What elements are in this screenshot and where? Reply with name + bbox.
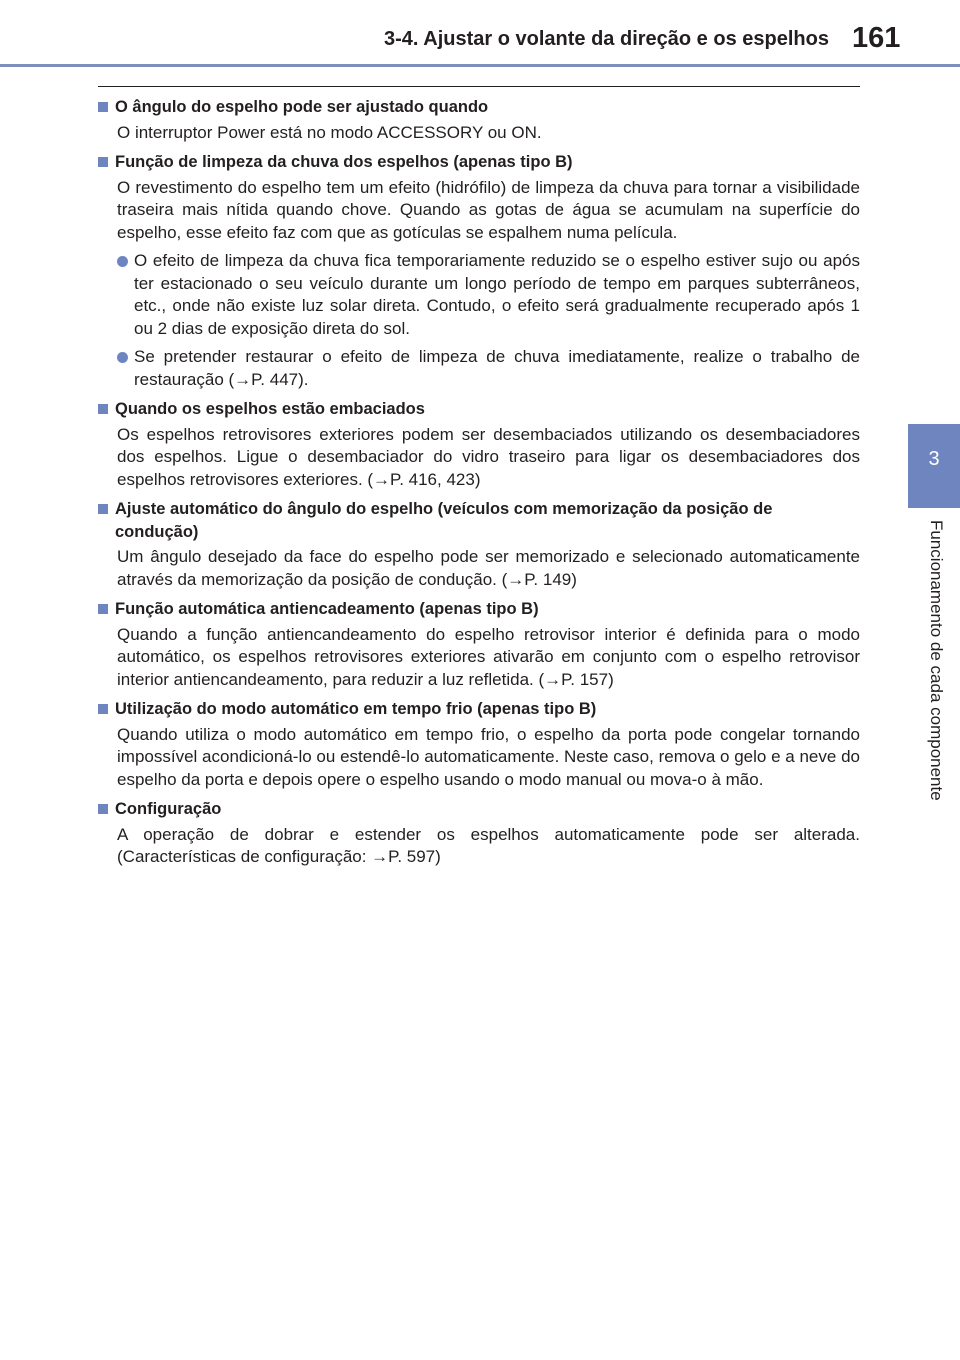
section-heading: Utilização do modo automático em tempo f… [98, 698, 860, 721]
circle-icon [117, 256, 128, 267]
section-body: Os espelhos retrovisores exteriores pode… [117, 424, 860, 489]
section-heading-text: Ajuste automático do ângulo do espelho (… [115, 500, 773, 541]
note-section: O ângulo do espelho pode ser ajustado qu… [98, 96, 860, 144]
note-section: Função de limpeza da chuva dos espelhos … [98, 151, 860, 391]
note-section: Configuração A operação de dobrar e esten… [98, 798, 860, 869]
note-section: Ajuste automático do ângulo do espelho (… [98, 498, 860, 591]
section-heading-text: O ângulo do espelho pode ser ajustado qu… [115, 98, 489, 116]
chapter-tab-number: 3 [928, 448, 940, 470]
square-icon [98, 604, 108, 614]
section-heading-text: Configuração [115, 800, 222, 818]
square-icon [98, 102, 108, 112]
circle-icon [117, 352, 128, 363]
section-body: Quando utiliza o modo automático em temp… [117, 724, 860, 789]
section-heading: O ângulo do espelho pode ser ajustado qu… [98, 96, 860, 119]
section-heading: Função automática antiencadeamento (apen… [98, 598, 860, 621]
section-body: O revestimento do espelho tem um efeito … [117, 177, 860, 242]
page-number: 161 [852, 22, 901, 54]
square-icon [98, 404, 108, 414]
section-body: Um ângulo desejado da face do espelho po… [117, 547, 860, 589]
square-icon [98, 157, 108, 167]
note-section: Quando os espelhos estão embaciados Os es… [98, 398, 860, 491]
section-heading: Quando os espelhos estão embaciados [98, 398, 860, 421]
section-heading: Configuração [98, 798, 860, 821]
bullet-text: Se pretender restaurar o efeito de limpe… [134, 347, 860, 389]
chapter-side-label-text: Funcionamento de cada componente [927, 520, 946, 801]
chapter-title: 3-4. Ajustar o volante da direção e os e… [384, 28, 829, 50]
section-heading-text: Utilização do modo automático em tempo f… [115, 700, 597, 718]
section-heading: Função de limpeza da chuva dos espelhos … [98, 151, 860, 174]
square-icon [98, 804, 108, 814]
section-heading: Ajuste automático do ângulo do espelho (… [98, 498, 860, 543]
chapter-tab [908, 424, 960, 508]
bullet-text: O efeito de limpeza da chuva fica tempor… [134, 251, 860, 338]
bullet-item: Se pretender restaurar o efeito de limpe… [117, 346, 860, 391]
section-heading-text: Função de limpeza da chuva dos espelhos … [115, 153, 573, 171]
content-divider [98, 86, 860, 87]
note-section: Utilização do modo automático em tempo f… [98, 698, 860, 791]
chapter-side-label: Funcionamento de cada componente [908, 520, 960, 860]
square-icon [98, 704, 108, 714]
section-heading-text: Função automática antiencadeamento (apen… [115, 600, 539, 618]
note-section: Função automática antiencadeamento (apen… [98, 598, 860, 691]
section-body: A operação de dobrar e estender os espel… [117, 824, 860, 867]
header-rule [0, 64, 960, 67]
page-content: O ângulo do espelho pode ser ajustado qu… [98, 96, 860, 876]
square-icon [98, 504, 108, 514]
bullet-item: O efeito de limpeza da chuva fica tempor… [117, 250, 860, 340]
section-body: Quando a função antiencandeamento do esp… [117, 624, 860, 689]
section-body: O interruptor Power está no modo ACCESSO… [117, 122, 542, 142]
section-heading-text: Quando os espelhos estão embaciados [115, 400, 425, 418]
